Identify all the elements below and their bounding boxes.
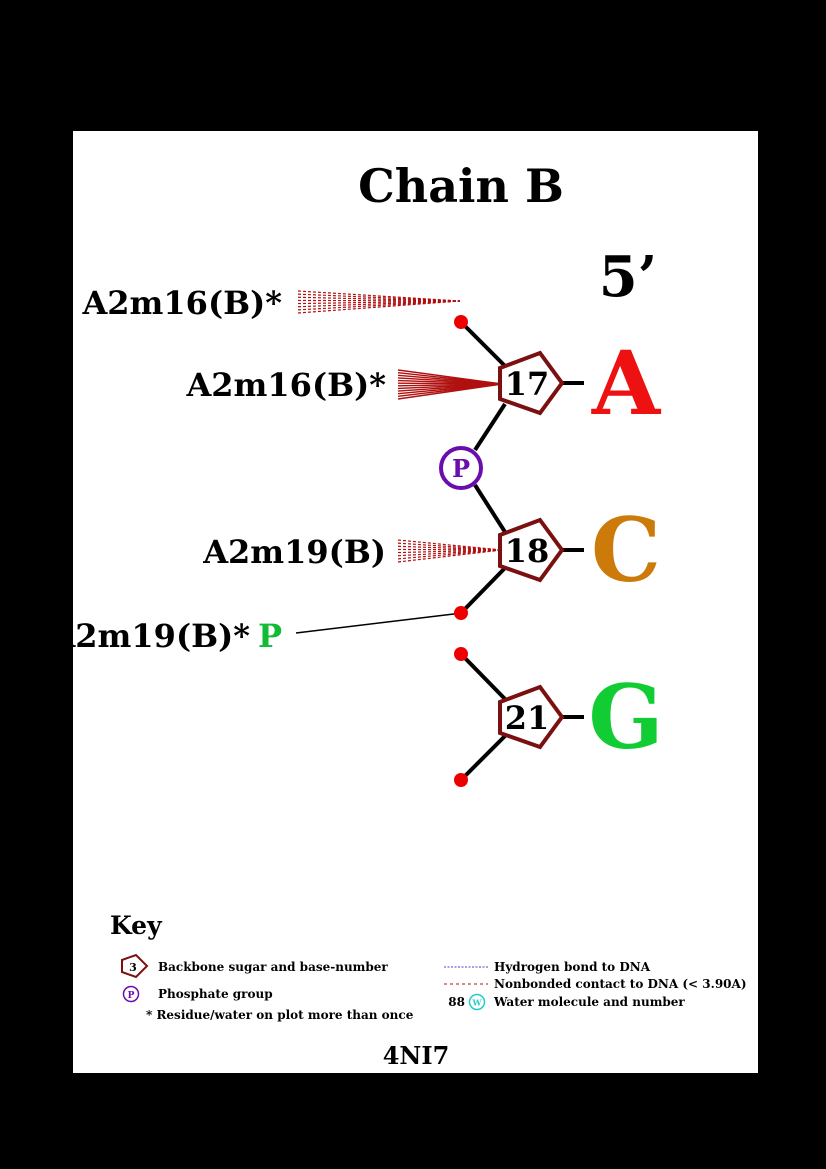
oxygen-dot: [454, 647, 468, 661]
nonbonded-contact-fan: [397, 539, 503, 563]
residue-label: A2m19(B): [202, 533, 386, 571]
key-asterisk-desc: * Residue/water on plot more than once: [146, 1008, 414, 1022]
backbone-bonds: [459, 320, 584, 782]
contact-line: [297, 296, 461, 302]
nucleotide-number: 18: [505, 532, 550, 570]
bond: [459, 734, 507, 782]
bond: [460, 566, 507, 614]
key-sugar-desc: Backbone sugar and base-number: [158, 960, 388, 974]
bond: [459, 652, 507, 701]
chain-title: Chain B: [358, 159, 564, 213]
residue-phosphate-label: P: [258, 617, 282, 655]
key-title: Key: [110, 911, 163, 940]
key-water-icon: [468, 993, 486, 1011]
bond: [459, 320, 507, 368]
base-letter: C: [591, 498, 661, 602]
sugar-pentagon: [498, 684, 565, 750]
key-nonbonded-desc: Nonbonded contact to DNA (< 3.90A): [494, 977, 747, 991]
key-water-number: 88: [448, 995, 465, 1009]
key-phosphate-desc: Phosphate group: [158, 987, 273, 1001]
key-sugar-number: 3: [129, 961, 137, 974]
oxygen-dot: [454, 606, 468, 620]
bond: [473, 402, 507, 452]
five-prime-label: 5’: [599, 244, 657, 310]
oxygen-dot: [454, 773, 468, 787]
key-phosphate-symbol: P: [128, 991, 135, 1001]
diagram-panel: [73, 131, 758, 1073]
key-water-desc: Water molecule and number: [493, 995, 685, 1009]
pdb-id: 4NI7: [383, 1041, 450, 1070]
phosphate-label: P: [452, 454, 470, 483]
base-letter: A: [591, 331, 662, 435]
contact-line: [295, 612, 463, 634]
oxygen-atoms: [454, 315, 468, 787]
contact-line: [397, 383, 503, 400]
sugars: [498, 350, 565, 750]
base-letter: G: [588, 665, 663, 769]
nonbonded-contact-fan: [297, 290, 461, 314]
key-water-symbol: W: [472, 998, 483, 1008]
phosphate-circle: [439, 446, 483, 490]
contact-line: [297, 300, 461, 314]
bond: [473, 483, 507, 534]
sugar-pentagon: [498, 517, 565, 583]
nucleotide-number: 21: [505, 699, 550, 737]
oxygen-dot: [454, 315, 468, 329]
key-hbond-desc: Hydrogen bond to DNA: [494, 960, 651, 974]
sugar-pentagon: [498, 350, 565, 416]
key-phosphate-icon: [122, 985, 140, 1003]
key-sugar-icon: [121, 953, 149, 979]
residue-label: A2m16(B)*: [185, 366, 386, 404]
contact-line: [397, 549, 503, 563]
residue-label: A2m19(B)*: [49, 617, 250, 655]
residue-label: A2m16(B)*: [81, 284, 282, 322]
nucleotide-number: 17: [505, 365, 550, 403]
nonbonded-contact-fan: [397, 369, 503, 400]
